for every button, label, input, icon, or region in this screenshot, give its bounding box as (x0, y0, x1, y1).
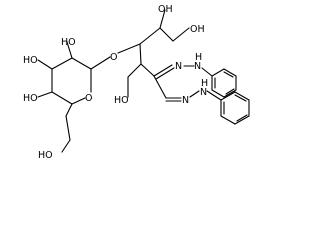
label-ho-sugar-top: HO (61, 37, 76, 48)
label-o-ring: O (85, 93, 92, 104)
hydrazone-1-bonds (153, 64, 213, 80)
phenyl-ring-2-bonds (220, 91, 250, 125)
hydrazone-2-bonds (153, 75, 222, 102)
label-oh-top-right: OH (190, 24, 205, 35)
structure-drawing: OH OH HO O N N H HO O HO N N H HO HO (23, 4, 250, 161)
label-oh-top-center: OH (158, 4, 173, 15)
pyranose-ring-bonds (37, 41, 111, 153)
label-ho-chain: HO (114, 95, 129, 106)
label-n-hydrazone-2: N (182, 95, 189, 106)
label-h-hydrazone-1: H (195, 52, 202, 63)
label-ho-ch2oh: HO (38, 150, 53, 161)
molecule-diagram: OH OH HO O N N H HO O HO N N H HO HO (23, 4, 250, 161)
label-nh-hydrazone-1: N (194, 61, 201, 72)
phenyl-ring-1-bonds (211, 68, 237, 98)
label-n-hydrazone-1: N (175, 61, 182, 72)
label-o-ether: O (110, 52, 117, 63)
label-ho-sugar-bottom: HO (23, 93, 38, 104)
chain-bonds (117, 9, 190, 98)
label-ho-sugar-left: HO (23, 55, 38, 66)
label-nh-hydrazone-2: N (200, 87, 207, 98)
label-h-hydrazone-2: H (201, 78, 208, 89)
atom-labels: OH OH HO O N N H HO O HO N N H HO HO (23, 4, 208, 161)
